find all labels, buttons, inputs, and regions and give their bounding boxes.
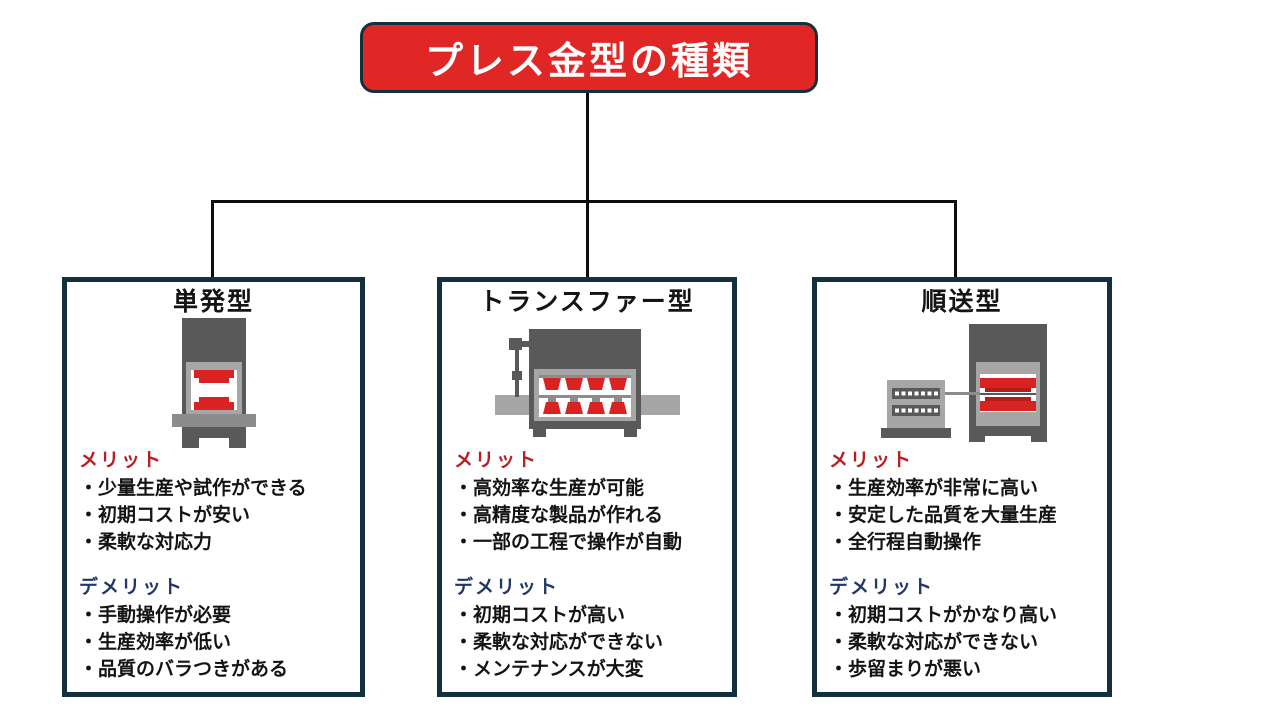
demerit-item: ・初期コストがかなり高い	[829, 605, 1058, 626]
merit-item: ・安定した品質を大量生産	[829, 505, 1058, 526]
demerit-item: ・歩留まりが悪い	[829, 659, 982, 680]
connector-horizontal-line	[211, 200, 957, 203]
merit-heading: メリット	[454, 450, 539, 471]
connector-right-drop-line	[954, 200, 957, 277]
card-single-shot: 単発型 メリット ・少量生産や試作ができる ・初期コストが安い ・柔軟な対応力 …	[62, 277, 365, 697]
progressive-press-drawing	[880, 324, 1047, 442]
demerit-heading: デメリット	[829, 577, 935, 598]
merit-item: ・全行程自動操作	[829, 532, 982, 553]
card-progressive: 順送型	[812, 277, 1112, 697]
demerit-item: ・柔軟な対応ができない	[454, 632, 664, 653]
demerit-item: ・生産効率が低い	[79, 632, 232, 653]
merit-item: ・初期コストが安い	[79, 505, 251, 526]
transfer-press-drawing	[494, 329, 680, 437]
merit-item: ・生産効率が非常に高い	[829, 478, 1039, 499]
demerit-item: ・メンテナンスが大変	[454, 659, 644, 680]
demerit-item: ・品質のバラつきがある	[79, 659, 289, 680]
card-transfer: トランスファー型	[437, 277, 737, 697]
merit-item: ・高精度な製品が作れる	[454, 505, 664, 526]
merit-heading: メリット	[829, 450, 914, 471]
merit-item: ・柔軟な対応力	[79, 532, 213, 553]
merit-item: ・少量生産や試作ができる	[79, 478, 307, 499]
merit-item: ・高効率な生産が可能	[454, 478, 645, 499]
demerit-item: ・手動操作が必要	[79, 605, 232, 626]
diagram-title: プレス金型の種類	[424, 41, 753, 83]
transfer-press-icon	[454, 317, 720, 449]
merit-item: ・一部の工程で操作が自動	[454, 532, 683, 553]
card-transfer-title: トランスファー型	[479, 288, 695, 316]
card-progressive-title: 順送型	[921, 288, 1003, 316]
single-shot-press-drawing	[171, 318, 256, 448]
demerit-item: ・初期コストが高い	[454, 605, 626, 626]
progressive-press-icon	[829, 317, 1095, 449]
connector-left-drop-line	[211, 200, 214, 277]
demerit-heading: デメリット	[454, 577, 560, 598]
demerit-item: ・柔軟な対応ができない	[829, 632, 1039, 653]
single-shot-press-icon	[79, 317, 348, 449]
connector-root-line	[586, 93, 589, 279]
demerit-heading: デメリット	[79, 577, 185, 598]
diagram-title-box: プレス金型の種類	[360, 22, 818, 93]
card-single-shot-title: 単発型	[172, 288, 254, 316]
merit-heading: メリット	[79, 450, 164, 471]
